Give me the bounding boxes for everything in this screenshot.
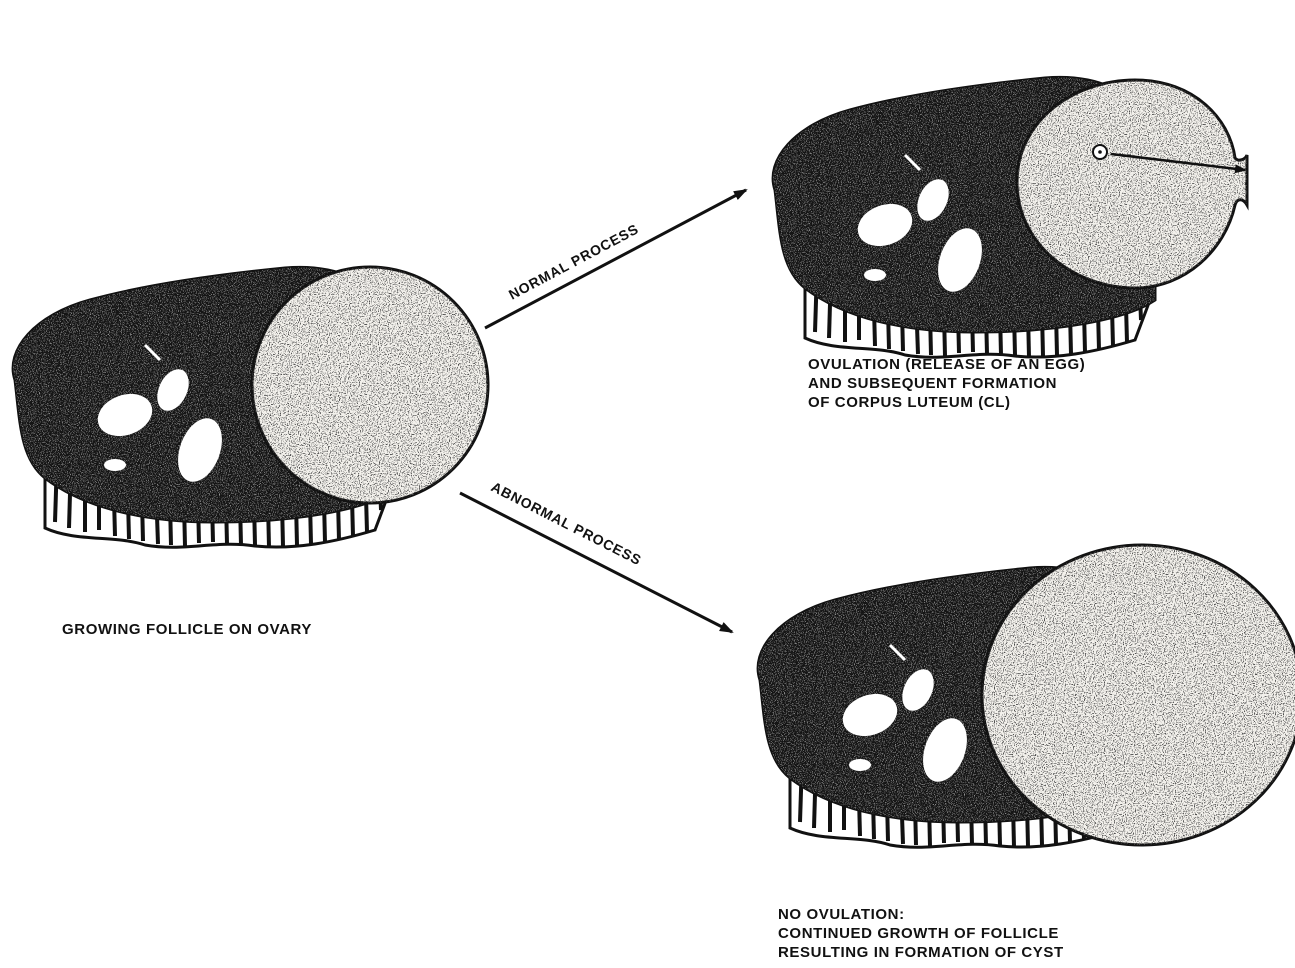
ovulation-ovary — [773, 77, 1247, 357]
no-ovulation-caption: NO OVULATION: CONTINUED GROWTH OF FOLLIC… — [778, 905, 1064, 962]
no-ovulation-caption-line: NO OVULATION: — [778, 905, 1064, 924]
cyst-ovary — [758, 545, 1295, 847]
ovulation-caption-line: OF CORPUS LUTEUM (CL) — [808, 393, 1085, 412]
normal-process-label: NORMAL PROCESS — [506, 221, 641, 303]
abnormal-process-arrow — [460, 493, 732, 632]
no-ovulation-caption-line: CONTINUED GROWTH OF FOLLICLE — [778, 924, 1064, 943]
ovulation-caption-line: OVULATION (RELEASE OF AN EGG) — [808, 355, 1085, 374]
growing-follicle-caption: GROWING FOLLICLE ON OVARY — [62, 620, 312, 639]
no-ovulation-caption-line: RESULTING IN FORMATION OF CYST — [778, 943, 1064, 962]
abnormal-process-label: ABNORMAL PROCESS — [489, 478, 645, 568]
normal-process-arrow — [485, 190, 746, 328]
ovulation-caption-line: AND SUBSEQUENT FORMATION — [808, 374, 1085, 393]
ovulation-caption: OVULATION (RELEASE OF AN EGG) AND SUBSEQ… — [808, 355, 1085, 412]
growing-follicle-ovary — [13, 267, 488, 547]
